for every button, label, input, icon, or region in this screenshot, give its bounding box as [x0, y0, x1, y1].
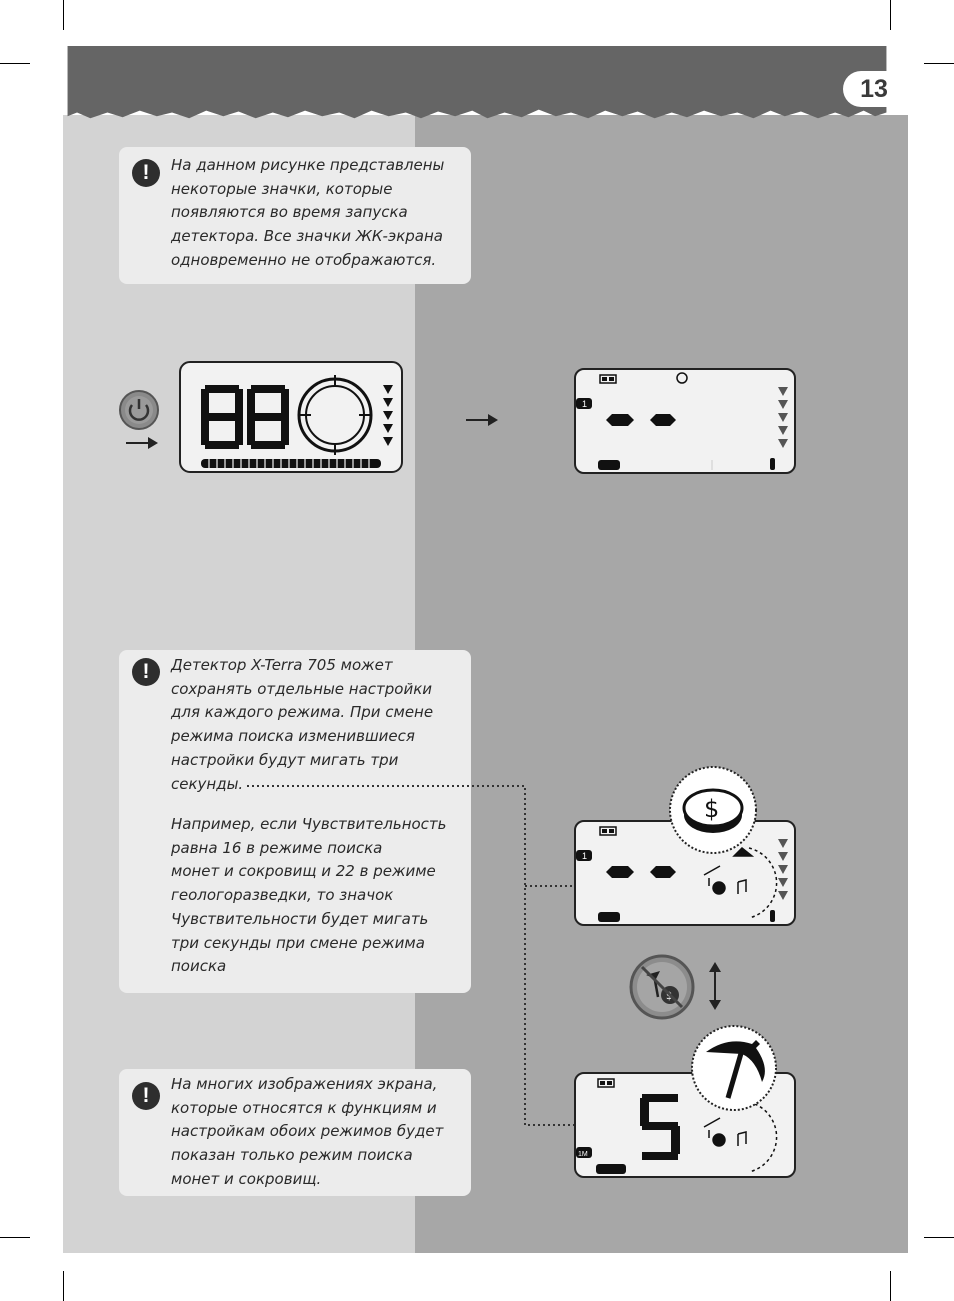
- page-number: 13: [843, 71, 905, 107]
- exclamation-icon: !: [132, 658, 160, 686]
- signal-bar-icon: [598, 910, 775, 922]
- lcd-startup-screen: [179, 361, 403, 473]
- crop-mark: [924, 63, 954, 64]
- crop-mark: [0, 1237, 30, 1238]
- signal-bar-icon: [598, 458, 775, 470]
- note-startup-icons: ! На данном рисунке представлены некотор…: [119, 147, 471, 284]
- crop-mark: [63, 0, 64, 30]
- crop-mark: [890, 1271, 891, 1301]
- battery-icon: [599, 826, 617, 836]
- lcd-coin-mode-screen: 1: [574, 820, 796, 926]
- triangle-indicators-icon: [778, 387, 788, 448]
- note-example-text: Например, если Чувствительность равна 16…: [171, 815, 447, 976]
- mode-number: 1: [582, 399, 587, 409]
- mode-number-badge: [576, 1147, 592, 1158]
- note-text: На многих изображениях экрана, которые о…: [171, 1075, 444, 1188]
- crop-mark: [924, 1237, 954, 1238]
- right-panel: [415, 115, 908, 1253]
- crop-mark: [890, 0, 891, 30]
- exclamation-icon: !: [132, 1082, 160, 1110]
- arrow-right-icon: [126, 437, 158, 449]
- dash-segment-icon: [606, 866, 634, 878]
- arrow-right-icon: [466, 414, 498, 426]
- crop-mark: [0, 63, 30, 64]
- note-text: На данном рисунке представлены некоторые…: [171, 156, 445, 269]
- header-band: [67, 46, 887, 119]
- note-text: Детектор X-Terra 705 может сохранять отд…: [171, 656, 434, 793]
- battery-icon: [597, 1078, 615, 1088]
- power-icon: [119, 390, 159, 430]
- svg-text:$: $: [666, 991, 672, 1002]
- note-mode-settings: ! Детектор X-Terra 705 может сохранять о…: [119, 650, 471, 993]
- mode-switch-icon: $: [629, 954, 695, 1020]
- lcd-mode-screen: 1: [574, 368, 796, 474]
- dash-segment-icon: [650, 414, 676, 426]
- setting-icons-cluster: [703, 846, 778, 919]
- exclamation-icon: !: [132, 159, 160, 187]
- mode-number-badge: [576, 850, 592, 861]
- dash-segment-icon: [650, 866, 676, 878]
- seven-segment-digit: [640, 1094, 680, 1160]
- triangle-indicators-icon: [778, 839, 788, 900]
- double-arrow-icon: [709, 962, 721, 1010]
- coin-indicator-icon: [676, 372, 688, 384]
- dash-segment-icon: [606, 414, 634, 426]
- mode-number: 1M: [578, 1151, 588, 1158]
- coin-symbol: $: [704, 795, 719, 823]
- signal-bar-icon: [596, 1164, 626, 1174]
- seven-segment-digits: [201, 385, 289, 449]
- mode-number-badge: [576, 398, 592, 409]
- signal-bar-icon: [201, 459, 381, 468]
- crop-mark: [63, 1271, 64, 1301]
- battery-icon: [599, 374, 617, 384]
- coin-zoom-icon: $: [669, 766, 757, 854]
- mode-number: 1: [582, 851, 587, 861]
- triangle-indicators-icon: [383, 385, 393, 446]
- setting-icons-cluster: [703, 1101, 778, 1173]
- sensitivity-dial-icon: [297, 375, 373, 455]
- note-screen-images: ! На многих изображениях экрана, которые…: [119, 1069, 471, 1196]
- pickaxe-zoom-icon: [691, 1025, 777, 1111]
